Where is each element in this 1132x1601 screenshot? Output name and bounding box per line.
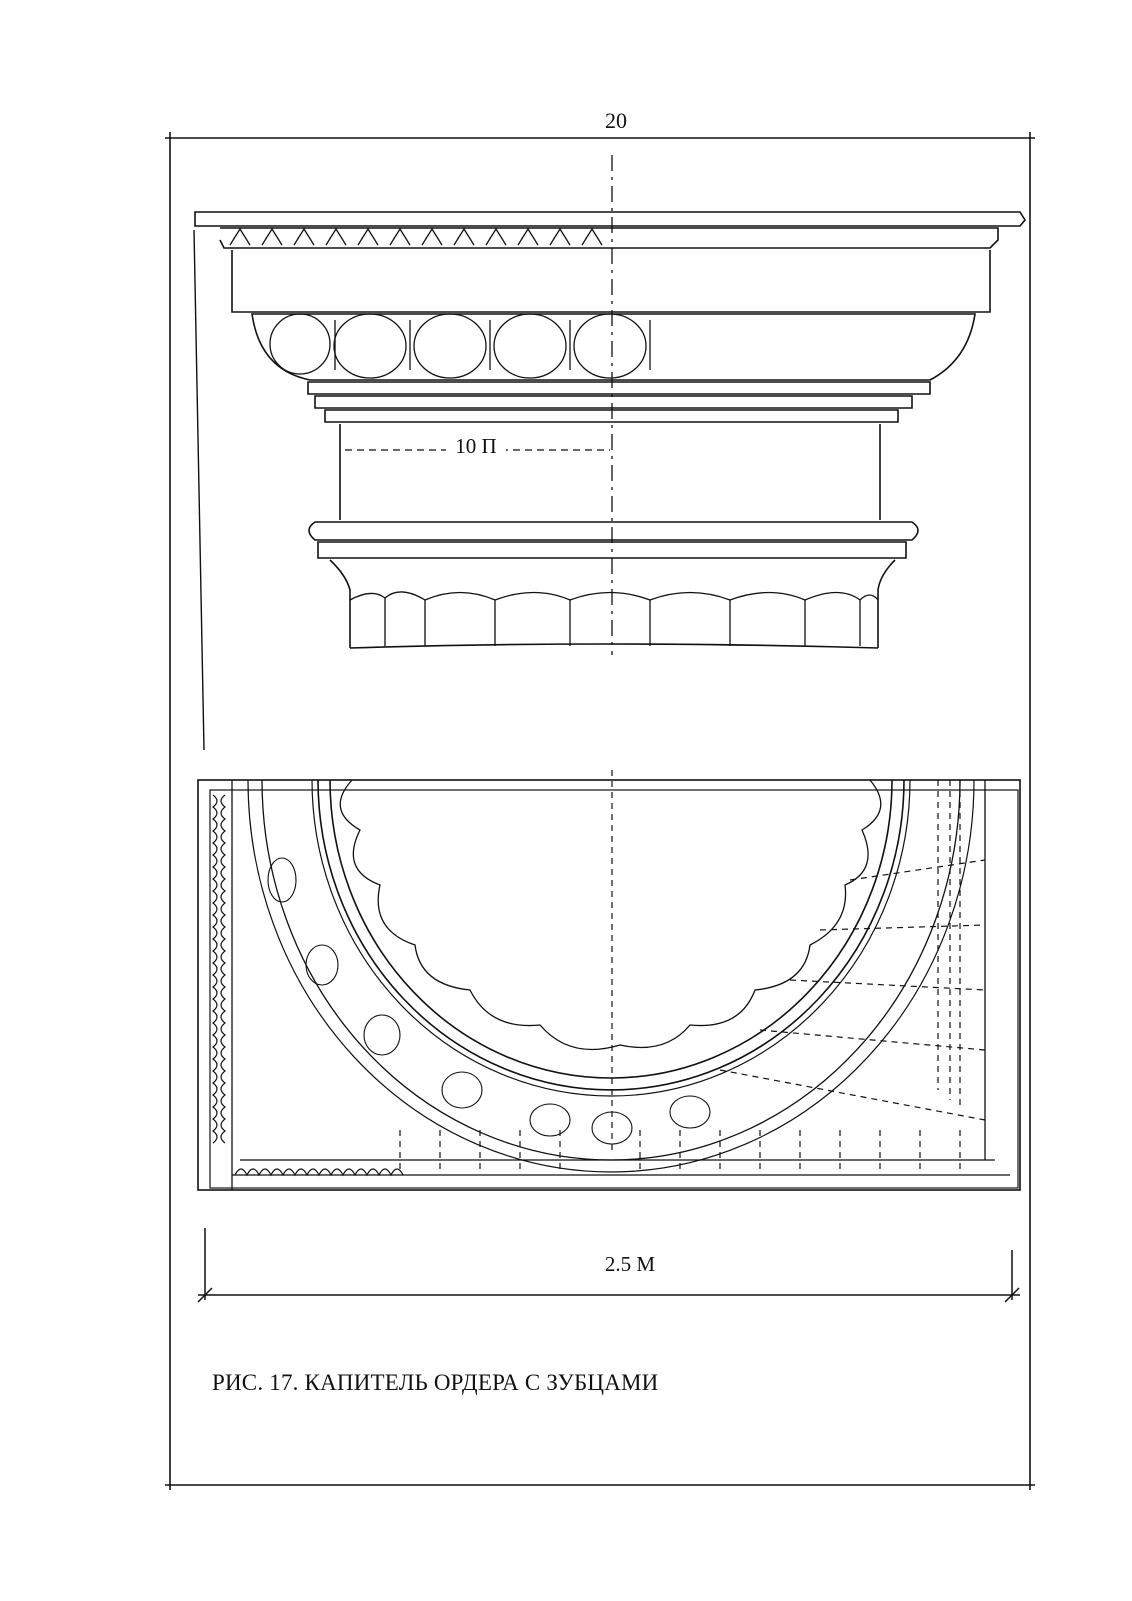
page-number: 20	[605, 108, 627, 133]
figure-caption: РИС. 17. КАПИТЕЛЬ ОРДЕРА С ЗУБЦАМИ	[212, 1370, 659, 1395]
neck-dimension-label: 10 П	[446, 434, 506, 459]
width-dimension	[197, 1228, 1020, 1303]
dentil-row	[229, 227, 603, 246]
egg-and-dart	[269, 313, 651, 379]
sheet-frame	[165, 132, 1035, 1490]
capital-elevation	[194, 155, 1026, 655]
capital-plan	[197, 770, 1021, 1191]
width-dimension-label: 2.5 М	[604, 1252, 656, 1276]
